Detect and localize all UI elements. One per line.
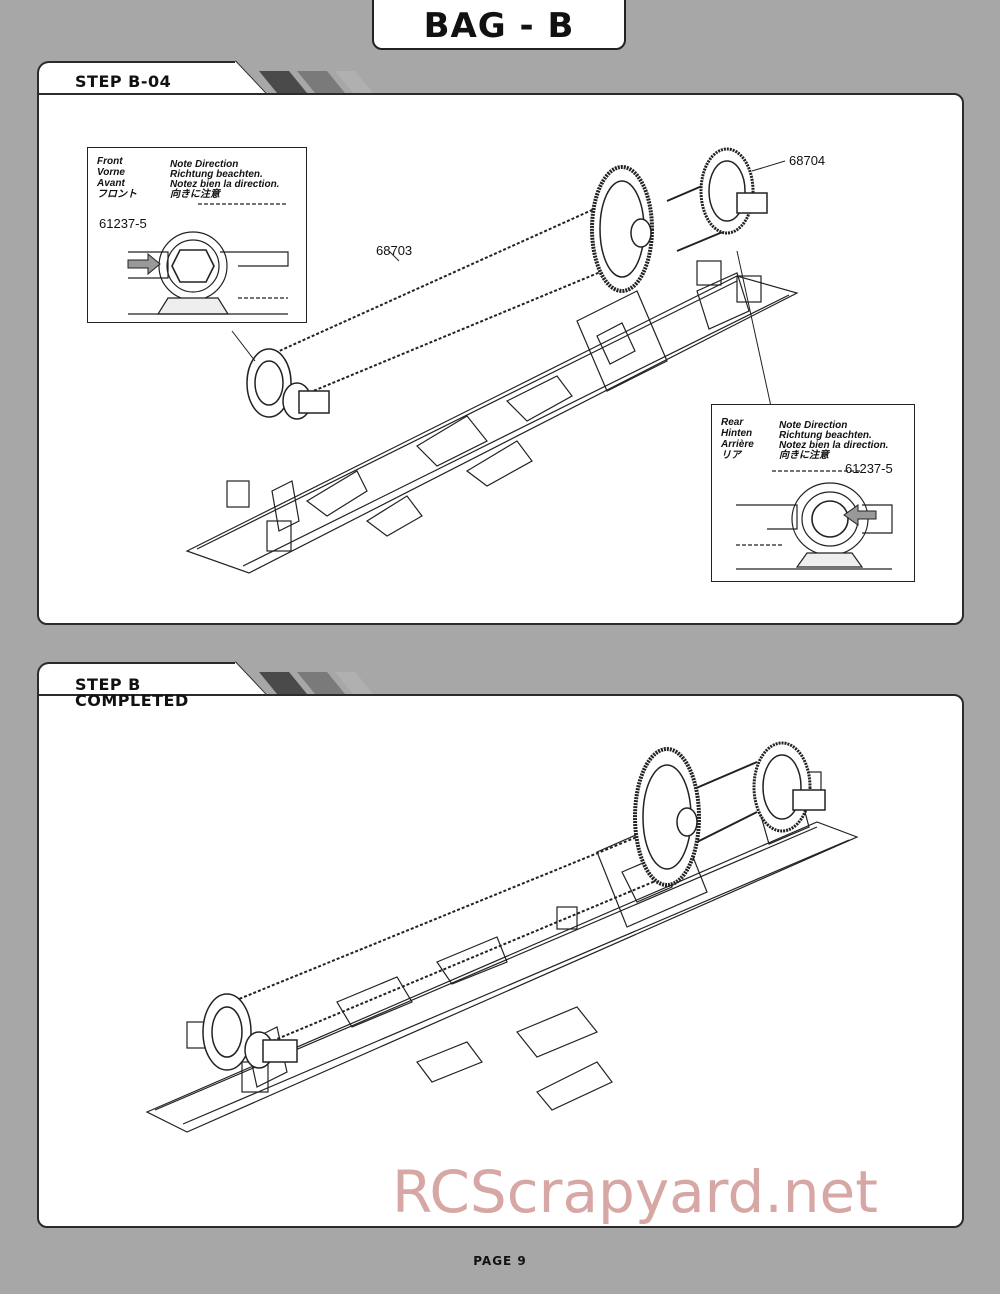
rear-bearing-part-number: 61237-5: [845, 461, 893, 476]
pulley-part-number: 68704: [789, 153, 826, 168]
rear-label-en: Rear: [721, 417, 744, 428]
front-bearing-part-number: 61237-5: [99, 216, 147, 231]
step-completed-tab: [37, 662, 237, 698]
front-note-en: Note Direction: [170, 159, 239, 170]
step-b04-tab: [37, 61, 237, 97]
chassis-drawing-completed: [145, 741, 859, 1133]
step-completed-label-line2: COMPLETED: [75, 691, 189, 710]
front-note-fr: Notez bien la direction.: [170, 179, 280, 190]
front-inset-drawing: [127, 203, 289, 315]
step-b04-label: STEP B-04: [75, 72, 172, 91]
step-completed-label-line1: STEP B: [75, 675, 141, 694]
rear-direction-arrow-icon: [843, 504, 877, 526]
step-completed-tab-slant: [234, 661, 269, 698]
rear-direction-inset: Rear Hinten Arrière リア Note Direction Ri…: [711, 404, 915, 582]
front-direction-arrow-icon: [127, 252, 161, 276]
bag-title: BAG - B: [423, 6, 575, 46]
rear-note-en: Note Direction: [779, 420, 848, 431]
front-label-de: Vorne: [97, 167, 125, 178]
rear-note-de: Richtung beachten.: [779, 430, 872, 441]
front-label-en: Front: [97, 156, 123, 167]
front-note-jp: 向きに注意: [170, 189, 220, 200]
rear-note-fr: Notez bien la direction.: [779, 440, 889, 451]
front-label-fr: Avant: [97, 178, 125, 189]
rear-label-fr: Arrière: [721, 439, 754, 450]
rear-label-de: Hinten: [721, 428, 753, 439]
step-b04-panel: STEP B-04: [37, 60, 964, 625]
watermark: RCScrapyard.net: [392, 1158, 878, 1226]
front-label-jp: フロント: [97, 189, 137, 200]
step-b04-tab-slant: [234, 60, 269, 97]
bag-header-tab: BAG - B: [372, 0, 626, 50]
belt-part-number: 68703: [376, 243, 413, 258]
rear-inset-drawing: [736, 470, 893, 570]
front-note-de: Richtung beachten.: [170, 169, 263, 180]
step-b04-stripes: [259, 71, 373, 93]
step-completed-stripes: [259, 672, 373, 694]
front-direction-inset: Front Vorne Avant フロント Note Direction Ri…: [87, 147, 307, 323]
step-completed-panel: STEP B COMPLETED: [37, 661, 964, 1228]
rear-label-jp: リア: [721, 450, 741, 461]
chassis-drawing-b04: [185, 147, 799, 574]
page-number: PAGE 9: [473, 1254, 527, 1268]
rear-note-jp: 向きに注意: [779, 450, 829, 461]
